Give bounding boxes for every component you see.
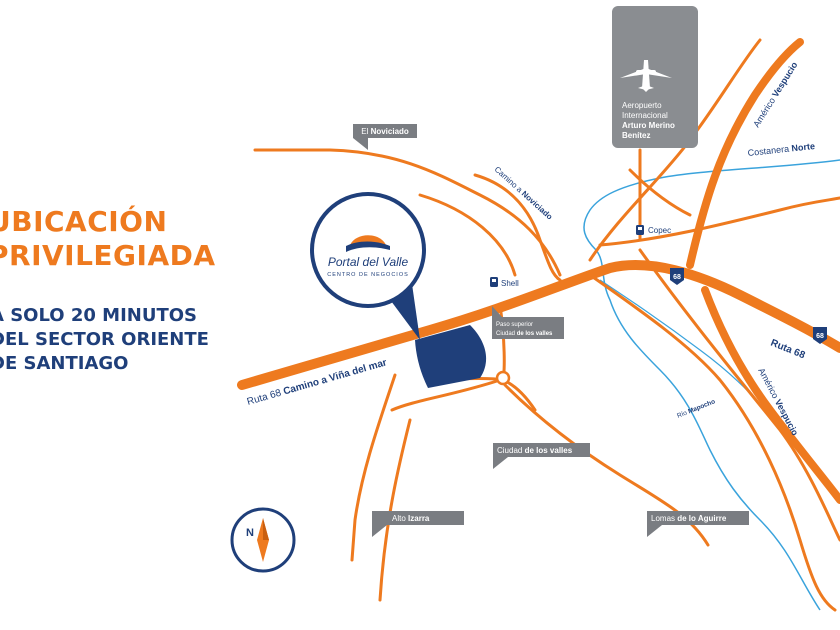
- svg-text:Ciudad de los valles: Ciudad de los valles: [496, 331, 553, 337]
- label-copec: Copec: [648, 226, 671, 235]
- logo-name: Portal del Valle: [328, 255, 409, 269]
- headline: UBICACIÓN PRIVILEGIADA: [0, 205, 216, 273]
- road-camino-noviciado: [473, 173, 562, 282]
- road-costanera: [598, 196, 840, 247]
- compass-icon: N: [230, 507, 296, 573]
- route-68-shield-1: 68: [670, 268, 684, 285]
- callout-alto-izarra: Alto Izarra: [372, 511, 464, 537]
- callout-ciudad-de-los-valles: Ciudad de los valles: [493, 443, 590, 469]
- portal-del-valle-pin: Portal del Valle CENTRO DE NEGOCIOS: [310, 192, 426, 340]
- road-vespucio-south: [588, 273, 837, 612]
- logo-tagline: CENTRO DE NEGOCIOS: [327, 272, 409, 278]
- airplane-icon: [620, 60, 672, 92]
- road-vespucio-east-down: [701, 286, 840, 504]
- svg-text:El Noviciado: El Noviciado: [361, 127, 409, 136]
- airport-line-1: Aeropuerto: [622, 101, 662, 110]
- label-ruta-68-east: Ruta 68: [769, 338, 807, 362]
- headline-line-1: UBICACIÓN: [0, 205, 168, 238]
- svg-text:Paso superior: Paso superior: [496, 322, 533, 328]
- callout-paso-superior: Paso superior Ciudad de los valles: [492, 306, 564, 339]
- svg-text:Lomas de lo Aguirre: Lomas de lo Aguirre: [651, 514, 727, 523]
- subheadline-line-3: DE SANTIAGO: [0, 353, 129, 374]
- callout-lomas-de-lo-aguirre: Lomas de lo Aguirre: [647, 511, 749, 537]
- portal-del-valle-plot: [415, 325, 487, 388]
- svg-text:Ciudad de los valles: Ciudad de los valles: [497, 446, 573, 455]
- road-alto-izarra: [350, 373, 397, 562]
- road-west-branch: [418, 193, 517, 277]
- subheadline: A SOLO 20 MINUTOS DEL SECTOR ORIENTE DE …: [0, 304, 209, 376]
- headline-line-2: PRIVILEGIADA: [0, 239, 216, 272]
- roundabout: [495, 370, 511, 386]
- label-costanera: Costanera Norte: [747, 141, 815, 158]
- road-ruta-68: [237, 260, 840, 390]
- airport-line-3: Arturo Merino: [622, 121, 675, 130]
- portal-del-valle-logo-icon: [346, 235, 390, 252]
- road-copec-loop: [628, 168, 692, 217]
- callout-noviciado: El Noviciado: [353, 124, 417, 150]
- route-68-shield-2: 68: [813, 327, 827, 344]
- label-rio-mapocho: Río Mapocho: [676, 398, 716, 420]
- road-west-fork: [378, 418, 412, 602]
- road-ciudad-lower: [390, 378, 502, 412]
- svg-text:68: 68: [816, 333, 824, 340]
- compass-north-label: N: [246, 527, 254, 539]
- airport-box: Aeropuerto Internacional Arturo Merino B…: [612, 6, 698, 148]
- label-shell: Shell: [501, 279, 519, 288]
- airport-line-4: Benítez: [622, 131, 650, 140]
- svg-text:Alto Izarra: Alto Izarra: [392, 514, 430, 523]
- subheadline-line-1: A SOLO 20 MINUTOS: [0, 305, 198, 326]
- shell-fuel-icon: [490, 277, 498, 287]
- svg-text:68: 68: [673, 274, 681, 281]
- road-vespucio-east: [686, 38, 804, 269]
- label-camino-noviciado: Camino a Noviciado: [493, 165, 555, 222]
- airport-line-2: Internacional: [622, 111, 668, 120]
- road-east-long: [638, 248, 840, 542]
- subheadline-line-2: DEL SECTOR ORIENTE: [0, 329, 209, 350]
- main-roads: [237, 38, 840, 504]
- copec-fuel-icon: [636, 225, 644, 235]
